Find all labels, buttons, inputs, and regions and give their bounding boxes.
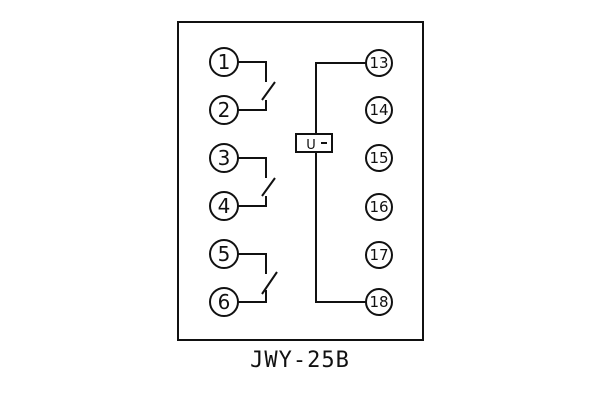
right-terminal-16: 16 — [365, 193, 393, 221]
left-terminal-5: 5 — [209, 239, 239, 269]
right-terminal-17: 17 — [365, 241, 393, 269]
right-terminal-18-label: 18 — [369, 293, 388, 311]
right-terminal-13-label: 13 — [369, 54, 388, 72]
right-terminal-15-label: 15 — [369, 149, 388, 167]
left-terminal-4-label: 4 — [218, 194, 231, 218]
diagram-frame — [177, 21, 424, 341]
coil-wire — [315, 62, 366, 303]
left-terminal-1: 1 — [209, 47, 239, 77]
right-terminal-18: 18 — [365, 288, 393, 316]
model-label: JWY-25B — [250, 348, 350, 373]
coil-symbol: U — [306, 138, 316, 153]
left-terminal-5-label: 5 — [218, 242, 231, 266]
left-terminal-3-label: 3 — [218, 146, 231, 170]
coil-box — [295, 133, 333, 153]
left-terminal-1-label: 1 — [218, 50, 231, 74]
left-terminal-2-label: 2 — [218, 98, 231, 122]
left-terminal-6: 6 — [209, 287, 239, 317]
right-terminal-15: 15 — [365, 144, 393, 172]
contact-3-4-wire — [238, 157, 276, 207]
right-terminal-13: 13 — [365, 49, 393, 77]
left-terminal-6-label: 6 — [218, 290, 231, 314]
right-terminal-14: 14 — [365, 96, 393, 124]
left-terminal-3: 3 — [209, 143, 239, 173]
contact-1-2-wire — [238, 61, 276, 111]
left-terminal-2: 2 — [209, 95, 239, 125]
contact-5-6-wire — [238, 253, 278, 303]
right-terminal-16-label: 16 — [369, 198, 388, 216]
right-terminal-14-label: 14 — [369, 101, 388, 119]
right-terminal-17-label: 17 — [369, 246, 388, 264]
left-terminal-4: 4 — [209, 191, 239, 221]
